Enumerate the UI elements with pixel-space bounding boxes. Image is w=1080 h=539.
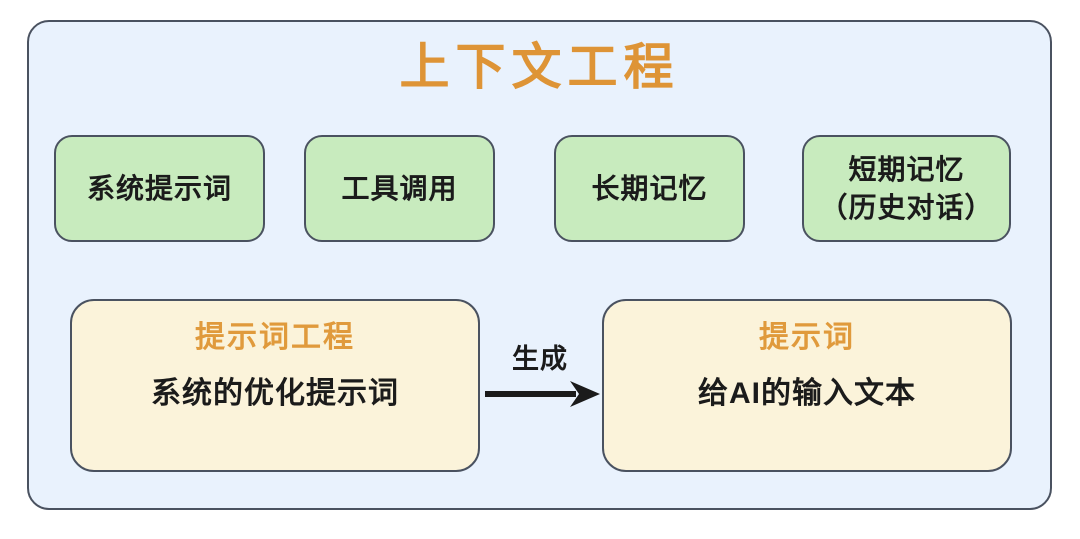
component-box-label-line-2: （历史对话） (819, 191, 994, 223)
flow-box-body: 给AI的输入文本 (698, 377, 916, 410)
arrow-right-icon (485, 381, 600, 407)
component-box-long-term-memory[interactable]: 长期记忆 (554, 135, 745, 242)
flow-box-body: 系统的优化提示词 (151, 377, 399, 410)
component-box-label: 工具调用 (341, 172, 458, 204)
flow-box-prompt-engineering[interactable]: 提示词工程 系统的优化提示词 (70, 299, 480, 472)
component-box-label-multiline: 短期记忆 （历史对话） (819, 151, 993, 227)
component-box-short-term-memory[interactable]: 短期记忆 （历史对话） (802, 135, 1011, 242)
page-title: 上下文工程 (399, 39, 680, 95)
flow-box-title: 提示词 (759, 321, 855, 354)
flow-box-prompt[interactable]: 提示词 给AI的输入文本 (602, 299, 1012, 472)
flow-arrow-label: 生成 (512, 344, 568, 374)
component-box-label-line-1: 短期记忆 (848, 153, 965, 185)
context-engineering-panel: 上下文工程 系统提示词 工具调用 长期记忆 短期记忆 （历史对话） 提示词工程 … (27, 20, 1052, 510)
flow-arrow-group: 生成 (484, 342, 604, 422)
component-box-label: 系统提示词 (86, 172, 232, 204)
flow-box-title: 提示词工程 (195, 321, 355, 354)
component-box-label: 长期记忆 (591, 172, 708, 204)
component-box-system-prompt[interactable]: 系统提示词 (54, 135, 265, 242)
component-box-tool-use[interactable]: 工具调用 (304, 135, 495, 242)
